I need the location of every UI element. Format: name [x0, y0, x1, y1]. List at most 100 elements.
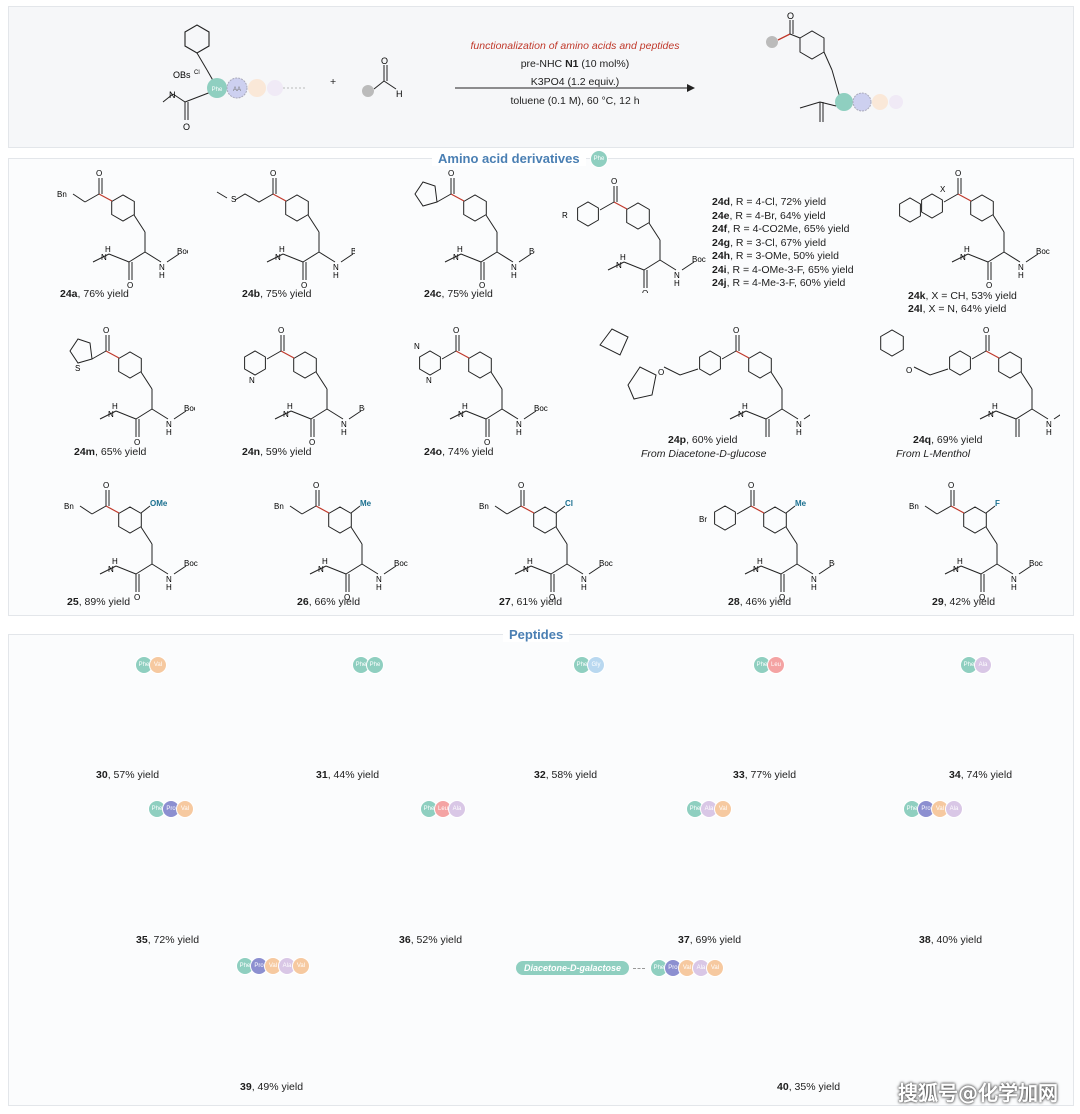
svg-text:N: N	[811, 575, 817, 584]
svg-text:H: H	[674, 279, 680, 288]
label-24c: 24c, 75% yield	[424, 288, 493, 300]
label-24p: 24p, 60% yield	[668, 434, 738, 446]
svg-text:N: N	[283, 410, 289, 419]
peptides-section-title: Peptides	[503, 627, 570, 642]
svg-text:Boc: Boc	[359, 404, 365, 413]
svg-text:Bn: Bn	[57, 190, 67, 199]
svg-text:N: N	[1018, 263, 1024, 272]
svg-text:H: H	[757, 557, 763, 566]
aldehyde-structure: O H	[362, 56, 403, 99]
list-item: 24j, R = 4-Me-3-F, 60% yield	[712, 277, 846, 289]
svg-text:N: N	[953, 565, 959, 574]
svg-text:H: H	[964, 245, 970, 254]
svg-text:O: O	[313, 481, 319, 490]
svg-text:X: X	[940, 185, 946, 194]
aa-pill-label: AA	[233, 87, 241, 93]
note-24q: From L-Menthol	[896, 448, 971, 460]
svg-text:H: H	[112, 402, 118, 411]
svg-text:O: O	[518, 481, 524, 490]
substrate-structure: Phe AA OBs Cl N O	[162, 24, 305, 132]
svg-text:O: O	[301, 281, 307, 288]
svg-text:R: R	[562, 211, 568, 220]
svg-text:O: O	[484, 438, 490, 445]
svg-text:O: O	[748, 481, 754, 490]
svg-text:Boc: Boc	[534, 404, 548, 413]
svg-text:H: H	[376, 583, 382, 592]
svg-text:O: O	[549, 593, 555, 600]
svg-text:H: H	[333, 271, 339, 280]
svg-text:H: H	[341, 428, 347, 437]
svg-text:N: N	[453, 253, 459, 262]
label-26: 26, 66% yield	[297, 596, 361, 608]
molecule-28: HNONHBocOBrMe	[699, 481, 835, 600]
svg-text:H: H	[796, 428, 802, 437]
svg-text:O: O	[906, 366, 912, 375]
svg-text:Boc: Boc	[177, 247, 188, 256]
label-31: 31, 44% yield	[316, 769, 380, 781]
reaction-scheme-panel	[8, 6, 1074, 148]
svg-text:O: O	[986, 281, 992, 288]
label-33: 33, 77% yield	[733, 769, 797, 781]
svg-text:Boc: Boc	[599, 559, 613, 568]
phe-pill-label: Phe	[212, 87, 223, 93]
svg-text:Boc: Boc	[394, 559, 408, 568]
label-25: 25, 89% yield	[67, 596, 131, 608]
svg-text:N: N	[414, 342, 420, 351]
svg-text:H: H	[322, 557, 328, 566]
svg-text:Boc: Boc	[1036, 247, 1050, 256]
svg-text:H: H	[957, 557, 963, 566]
svg-text:Me: Me	[795, 499, 807, 508]
svg-text:Bn: Bn	[909, 502, 919, 511]
svg-text:N: N	[674, 271, 680, 280]
svg-text:N: N	[511, 263, 517, 272]
svg-text:N: N	[753, 565, 759, 574]
svg-text:H: H	[462, 402, 468, 411]
svg-text:N: N	[166, 420, 172, 429]
molecule-24q: HNONHBocOO	[880, 326, 1060, 437]
svg-text:H: H	[527, 557, 533, 566]
svg-text:H: H	[511, 271, 517, 280]
svg-text:O: O	[611, 177, 617, 186]
obs-label: OBs	[173, 70, 191, 80]
svg-text:N: N	[738, 410, 744, 419]
svg-text:O: O	[96, 169, 102, 178]
condition-catalyst: pre-NHC N1 (10 mol%)	[520, 58, 630, 70]
svg-text:O: O	[983, 326, 989, 335]
label-24n: 24n, 59% yield	[242, 446, 312, 458]
condition-base: K3PO4 (1.2 equiv.)	[530, 76, 620, 88]
o-label: O	[183, 122, 190, 132]
svg-text:Br: Br	[699, 515, 707, 524]
svg-text:O: O	[979, 593, 985, 600]
svg-text:O: O	[733, 326, 739, 335]
svg-text:N: N	[376, 575, 382, 584]
label-32: 32, 58% yield	[534, 769, 598, 781]
molecule-24p: HNONHBocOO	[599, 326, 810, 437]
molecule-24b: HNONHBocOS	[216, 169, 355, 288]
condition-solvent: toluene (0.1 M), 60 °C, 12 h	[510, 95, 640, 107]
svg-text:H: H	[992, 402, 998, 411]
svg-text:O: O	[309, 438, 315, 445]
svg-text:O: O	[103, 481, 109, 490]
svg-text:F: F	[995, 499, 1000, 508]
svg-text:N: N	[166, 575, 172, 584]
svg-text:O: O	[779, 593, 785, 600]
svg-text:N: N	[159, 263, 165, 272]
svg-text:N: N	[426, 376, 432, 385]
svg-text:Bn: Bn	[64, 502, 74, 511]
svg-text:O: O	[270, 169, 276, 178]
svg-text:H: H	[620, 253, 626, 262]
label-24q: 24q, 69% yield	[913, 434, 983, 446]
label-24k: 24k, X = CH, 53% yield	[908, 290, 1017, 302]
svg-text:O: O	[642, 289, 648, 293]
